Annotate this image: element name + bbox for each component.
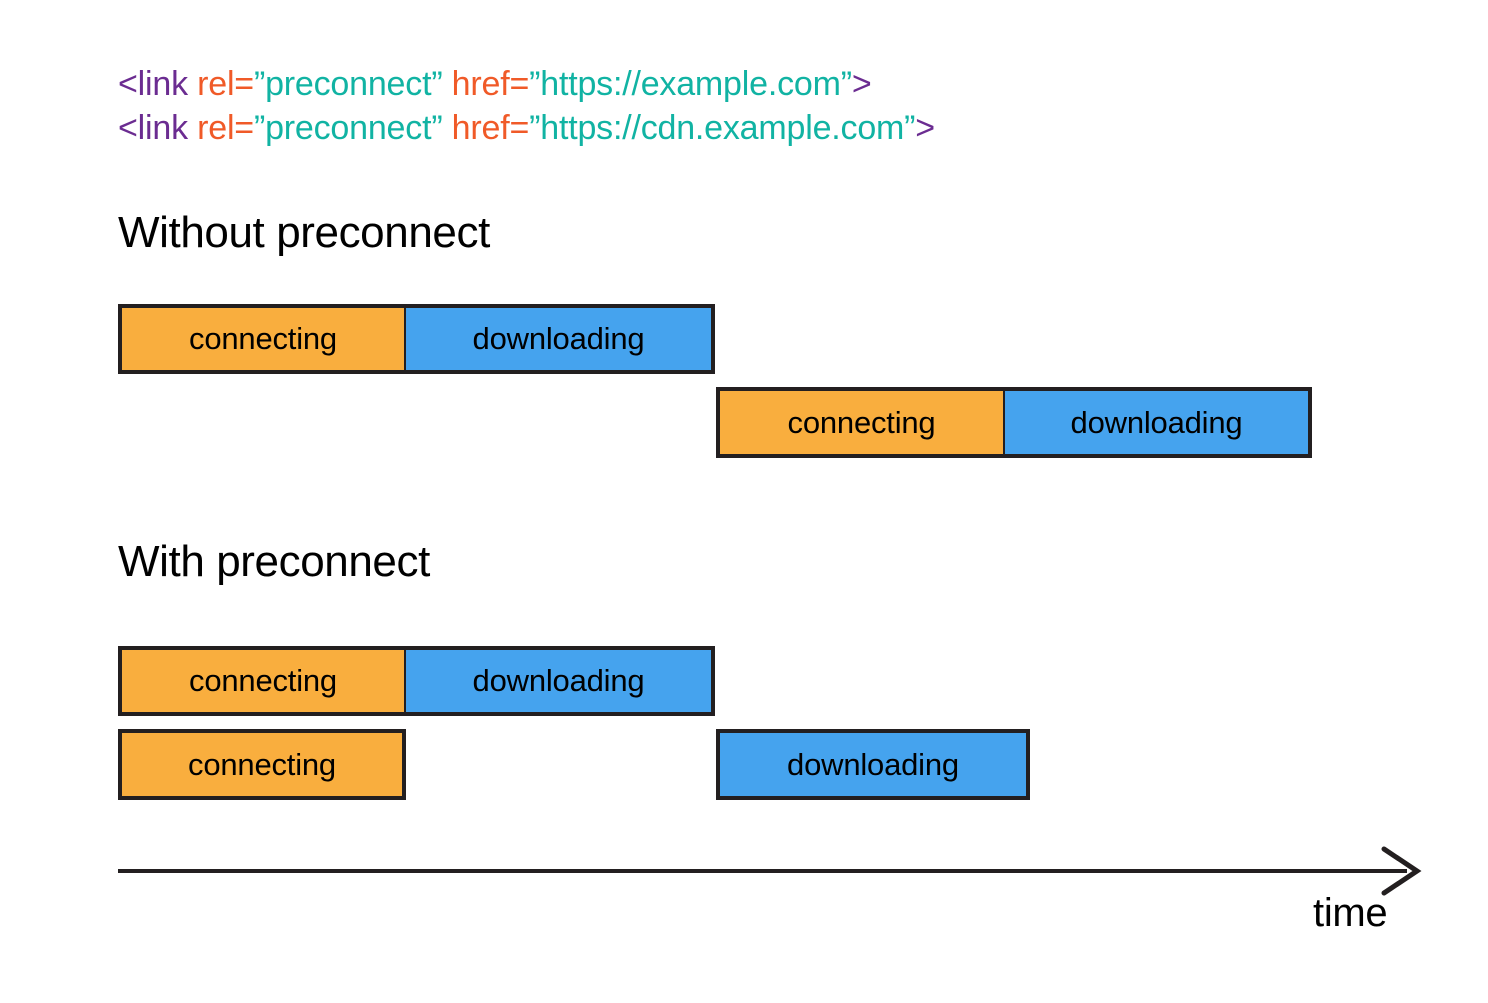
code-value-href: ”https://cdn.example.com”	[529, 109, 916, 147]
time-axis-arrowhead	[1381, 846, 1422, 896]
code-tag-close: >	[915, 109, 935, 147]
bar-segment-downloading: downloading	[404, 304, 715, 374]
code-value-rel: ”preconnect”	[253, 65, 443, 103]
code-tag-close: >	[851, 65, 872, 103]
bar-segment-connecting: connecting	[118, 646, 406, 716]
code-line-1: <link rel=”preconnect” href=”https://exa…	[118, 62, 935, 106]
bar-segment-downloading: downloading	[404, 646, 715, 716]
section-heading-without-preconnect: Without preconnect	[118, 208, 490, 257]
code-attr-href: href=	[442, 109, 530, 147]
code-attr-href: href=	[442, 65, 530, 103]
bar-segment-connecting: connecting	[716, 387, 1005, 458]
code-attr-rel: rel=	[187, 109, 254, 147]
bar-segment-connecting: connecting	[118, 729, 406, 800]
time-axis-label: time	[1313, 891, 1388, 935]
code-snippet: <link rel=”preconnect” href=”https://exa…	[118, 62, 935, 150]
bar-segment-connecting: connecting	[118, 304, 406, 374]
code-value-href: ”https://example.com”	[529, 65, 852, 103]
bar-segment-downloading: downloading	[1003, 387, 1312, 458]
code-line-2: <link rel=”preconnect” href=”https://cdn…	[118, 106, 935, 150]
code-tag-open: <link	[118, 65, 188, 103]
section-heading-with-preconnect: With preconnect	[118, 537, 430, 586]
code-tag-open: <link	[118, 109, 188, 147]
bar-segment-downloading: downloading	[716, 729, 1030, 800]
time-axis	[118, 846, 1422, 896]
code-attr-rel: rel=	[187, 65, 254, 103]
code-value-rel: ”preconnect”	[253, 109, 443, 147]
